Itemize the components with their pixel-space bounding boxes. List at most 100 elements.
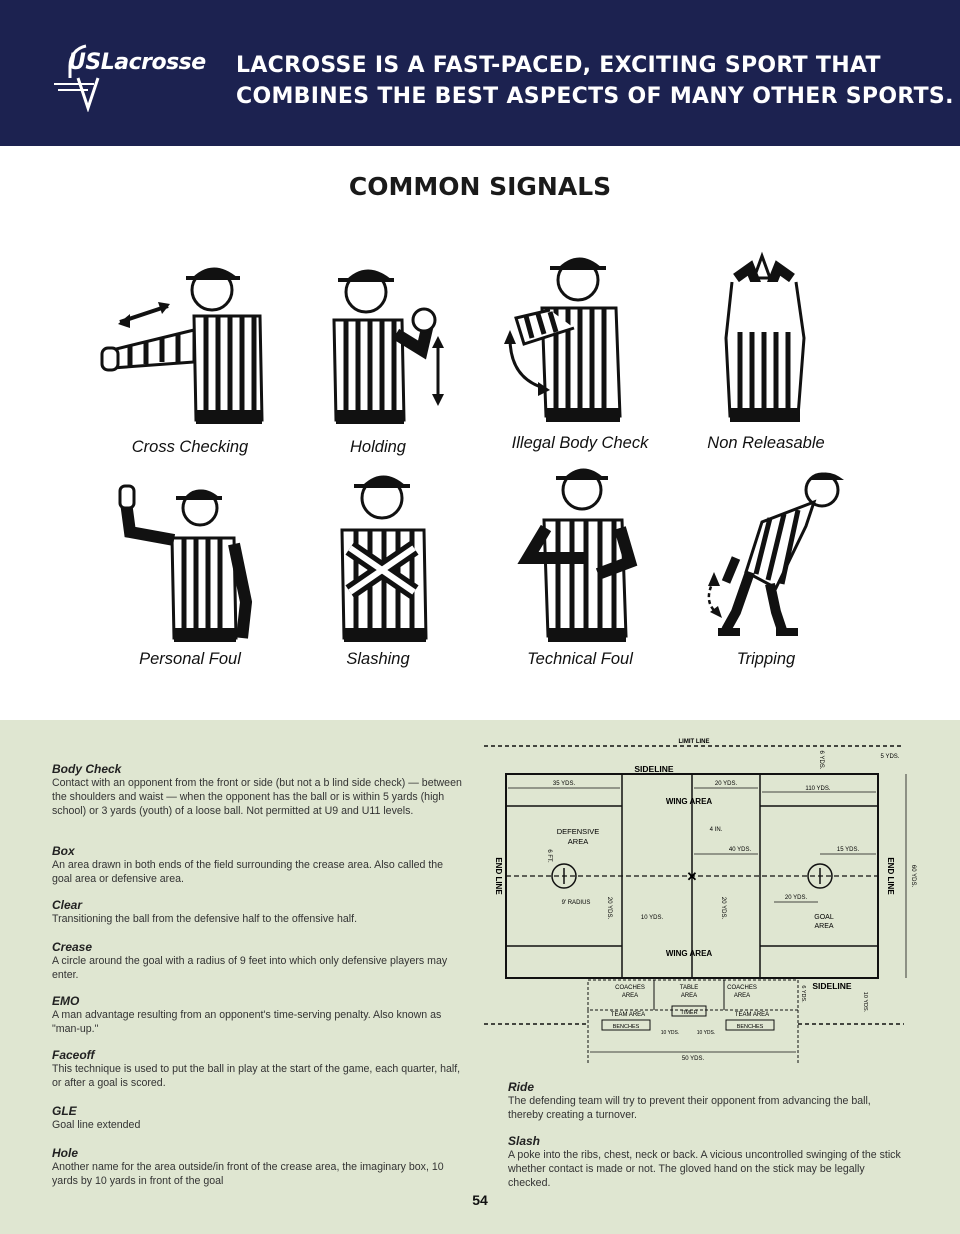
goal-area-label-2: AREA [814,923,833,930]
sideline-bottom-label: SIDELINE [812,981,852,991]
wing-area-bottom-label: WING AREA [666,949,713,958]
term-name: Slash [508,1134,541,1148]
personal-foul-figure [118,484,253,642]
wing-area-top-label: WING AREA [666,797,713,806]
signal-tripping: Tripping [666,462,866,672]
signal-label: Personal Foul [139,650,241,668]
dim-15-yds: 15 YDS. [837,847,860,853]
term-definition: An area drawn in both ends of the field … [52,859,444,885]
dim-20-yds-left: 20 YDS. [606,897,612,920]
term-definition: Contact with an opponent from the front … [52,777,462,817]
signal-label: Illegal Body Check [511,434,649,452]
tripping-figure [707,472,844,636]
term-definition: A circle around the goal with a radius o… [52,955,448,981]
dim-4-in: 4 IN. [710,827,723,833]
signal-label: Non Releasable [707,434,825,452]
glossary-entry: Crease A circle around the goal with a r… [52,940,462,982]
glossary-entry: Clear Transitioning the ball from the de… [52,898,462,926]
us-lacrosse-logo: USLacrosse [48,38,208,112]
term-name: Faceoff [52,1048,95,1062]
glossary-entry: GLE Goal line extended [52,1104,462,1132]
benches-right: BENCHES [737,1024,764,1030]
dim-60-yds: 60 YDS. [910,865,916,888]
team-area-left: TEAM AREA [611,1012,645,1018]
signal-label: Tripping [736,650,796,668]
term-definition: This technique is used to put the ball i… [52,1063,461,1089]
illegal-body-check-figure [504,257,622,422]
non-releasable-figure [724,251,806,422]
signal-slashing: Slashing [278,462,478,672]
term-name: GLE [52,1104,77,1118]
logo-text: USLacrosse [68,50,206,75]
tagline-line-2: COMBINES THE BEST ASPECTS OF MANY OTHER … [236,84,954,109]
term-definition: The defending team will try to prevent t… [508,1095,871,1121]
signal-holding: Holding [278,250,478,460]
term-name: EMO [52,994,80,1008]
signal-non-releasable: Non Releasable [666,248,866,458]
dim-110-yds: 110 YDS. [805,786,830,792]
signal-label: Technical Foul [527,650,633,668]
table-area-label: TABLE [680,985,699,991]
term-name: Clear [52,898,83,912]
signal-illegal-body-check: Illegal Body Check [480,248,680,458]
dim-10-yds: 10 YDS. [641,915,664,921]
glossary-entry: Box An area drawn in both ends of the fi… [52,844,462,886]
term-name: Ride [508,1080,535,1094]
benches-left: BENCHES [613,1024,640,1030]
lacrosse-field-diagram: LIMIT LINE SIDELINE SIDELINE WING AREA W… [484,734,924,1064]
technical-foul-figure [517,468,638,642]
signal-cross-checking: Cross Checking [90,250,290,460]
holding-figure [332,269,444,424]
end-line-left-label: END LINE [494,857,503,895]
defensive-area-label: DEFENSIVE [557,827,600,836]
slashing-figure [340,475,428,642]
coaches-area-left: COACHES [615,985,645,991]
dim-5-yds: 5 YDS. [881,754,900,760]
term-name: Hole [52,1146,79,1160]
dim-6-yds-top: 6 YDS. [818,751,824,770]
dim-6-yds-bench: 6 YDS. [800,985,806,1003]
dim-20-yds-top: 20 YDS. [715,781,738,787]
signals-title: COMMON SIGNALS [348,172,612,201]
dim-6-ft: 6 FT. [546,849,552,863]
limit-line-label: LIMIT LINE [679,739,710,745]
term-name: Crease [52,940,93,954]
signal-label: Slashing [346,650,410,668]
glossary-entry: Slash A poke into the ribs, chest, neck … [508,1134,908,1190]
defensive-area-label-2: AREA [568,837,588,846]
dim-20-yds-right: 20 YDS. [785,895,808,901]
glossary-entry: Hole Another name for the area outside/i… [52,1146,462,1188]
term-definition: Transitioning the ball from the defensiv… [52,913,358,925]
term-definition: A poke into the ribs, chest, neck or bac… [508,1149,901,1189]
sideline-top-label: SIDELINE [634,764,674,774]
glossary-entry: Body Check Contact with an opponent from… [52,762,462,818]
goal-area-label: GOAL [814,914,834,921]
glossary-entry: Faceoff This technique is used to put th… [52,1048,462,1090]
dim-10-yds-bench-left: 10 YDS. [661,1030,680,1036]
term-name: Box [52,844,75,858]
signal-label: Cross Checking [131,438,249,456]
signal-label: Holding [350,438,406,456]
dim-40-yds: 40 YDS. [729,847,752,853]
coaches-area-left-2: AREA [622,993,638,999]
coaches-area-right: COACHES [727,985,757,991]
table-area-label-2: AREA [681,993,697,999]
dim-50-yds: 50 YDS. [682,1056,705,1062]
svg-text:✕: ✕ [687,869,698,884]
cross-checking-figure [100,267,264,424]
term-definition: A man advantage resulting from an oppone… [52,1009,442,1035]
term-definition: Another name for the area outside/in fro… [52,1161,444,1187]
dim-10-yds-bench-right: 10 YDS. [697,1030,716,1036]
signal-technical-foul: Technical Foul [480,462,680,672]
page-number: 54 [472,1192,488,1208]
dim-9-radius: 9' RADIUS [562,900,591,906]
signal-personal-foul: Personal Foul [90,462,290,672]
dim-20-yds-center: 20 YDS. [720,897,726,920]
end-line-right-label: END LINE [886,857,895,895]
glossary-entry: EMO A man advantage resulting from an op… [52,994,462,1036]
glossary-entry: Ride The defending team will try to prev… [508,1080,908,1122]
tagline-line-1: LACROSSE IS A FAST-PACED, EXCITING SPORT… [236,53,881,78]
team-area-right: TEAM AREA [735,1012,769,1018]
header-banner: USLacrosse LACROSSE IS A FAST-PACED, EXC… [0,0,960,146]
timer-label: TIMER [680,1010,697,1016]
